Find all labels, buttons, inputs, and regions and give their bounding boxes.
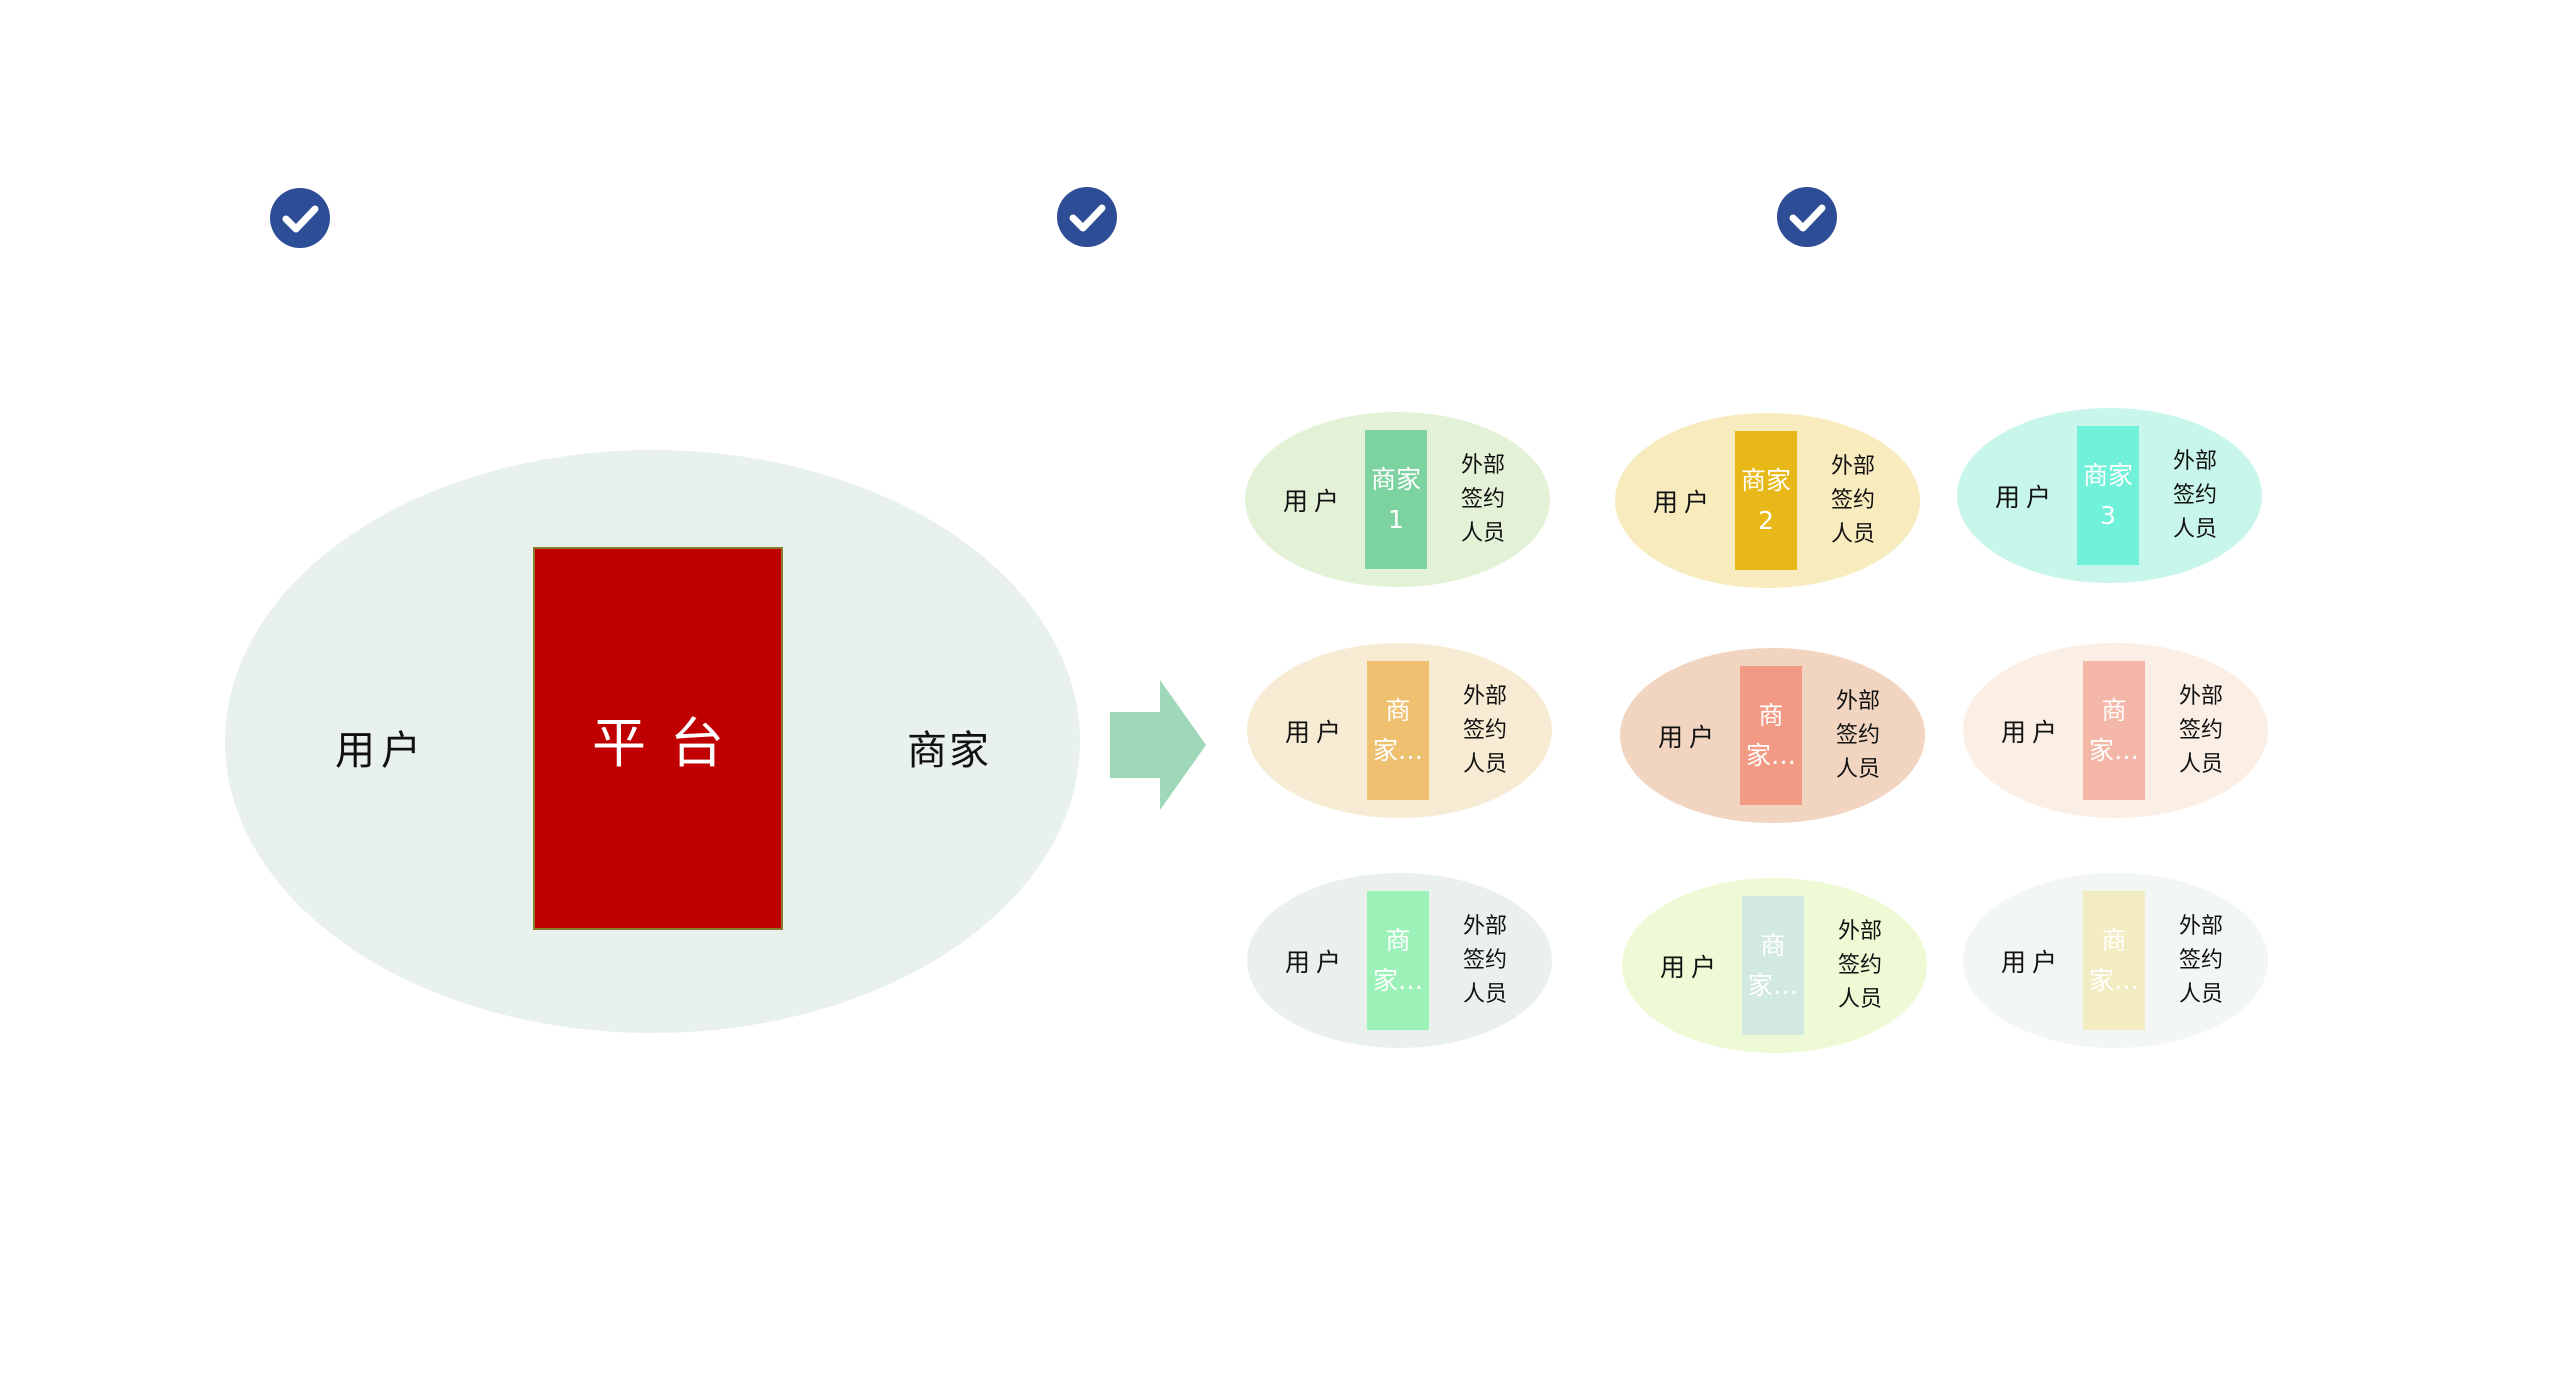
merchant-ellipse: 用户商家… 外部签约人员: [1247, 873, 1552, 1048]
user-label: 用户: [1283, 486, 1346, 516]
merchant-box: 商家…: [1367, 661, 1429, 800]
check-icon: [269, 187, 331, 249]
external-staff-label: 外部签约人员: [2172, 448, 2217, 542]
user-label: 用户: [1653, 487, 1716, 517]
external-staff-label: 外部签约人员: [2178, 683, 2223, 777]
platform-box: 平台: [533, 547, 783, 930]
platform-label: 平台: [592, 712, 748, 775]
merchant-ellipse: 用户商家3 外部签约人员: [1957, 408, 2262, 583]
user-label: 用户: [1285, 947, 1348, 977]
merchant-label: 商家…: [1745, 700, 1796, 770]
merchant-label: 商家2: [1740, 465, 1791, 535]
external-staff-label: 外部签约人员: [1830, 453, 1875, 547]
merchant-ellipse: 用户商家1 外部签约人员: [1245, 412, 1550, 587]
user-label: 用户: [335, 728, 427, 774]
external-staff-label: 外部签约人员: [1462, 683, 1507, 777]
user-label: 用户: [2001, 717, 2064, 747]
merchant-label: 商家…: [1747, 930, 1798, 1000]
user-label: 用户: [1660, 952, 1723, 982]
merchant-label: 商家1: [1370, 464, 1421, 534]
merchant-label: 商家…: [2088, 925, 2139, 995]
merchant-label: 商家…: [2088, 695, 2139, 765]
merchant-ellipse: 用户商家… 外部签约人员: [1620, 648, 1925, 823]
merchant-box: 商家1: [1365, 430, 1427, 569]
check-icon: [1056, 186, 1118, 248]
merchant-label: 商家…: [1372, 695, 1423, 765]
arrow-right-icon: [1110, 680, 1206, 810]
merchant-box: 商家2: [1735, 431, 1797, 570]
user-label: 用户: [1995, 482, 2058, 512]
merchant-box: 商家…: [1740, 666, 1802, 805]
merchant-ellipse: 用户商家… 外部签约人员: [1247, 643, 1552, 818]
external-staff-label: 外部签约人员: [1462, 913, 1507, 1007]
merchant-box: 商家…: [1367, 891, 1429, 1030]
merchant-label: 商家: [907, 728, 991, 774]
merchant-ellipse: 用户商家… 外部签约人员: [1963, 643, 2268, 818]
merchant-box: 商家…: [2083, 891, 2145, 1030]
merchant-label: 商家3: [2082, 460, 2133, 530]
external-staff-label: 外部签约人员: [2178, 913, 2223, 1007]
merchant-box: 商家…: [1742, 896, 1804, 1035]
user-label: 用户: [1285, 717, 1348, 747]
user-label: 用户: [2001, 947, 2064, 977]
merchant-box: 商家3: [2077, 426, 2139, 565]
merchant-ellipse: 用户商家… 外部签约人员: [1622, 878, 1927, 1053]
merchant-label: 商家…: [1372, 925, 1423, 995]
check-icon: [1776, 186, 1838, 248]
merchant-ellipse: 用户商家2 外部签约人员: [1615, 413, 1920, 588]
external-staff-label: 外部签约人员: [1835, 688, 1880, 782]
merchant-ellipse: 用户商家… 外部签约人员: [1963, 873, 2268, 1048]
user-label: 用户: [1658, 722, 1721, 752]
merchant-box: 商家…: [2083, 661, 2145, 800]
external-staff-label: 外部签约人员: [1837, 918, 1882, 1012]
external-staff-label: 外部签约人员: [1460, 452, 1505, 546]
